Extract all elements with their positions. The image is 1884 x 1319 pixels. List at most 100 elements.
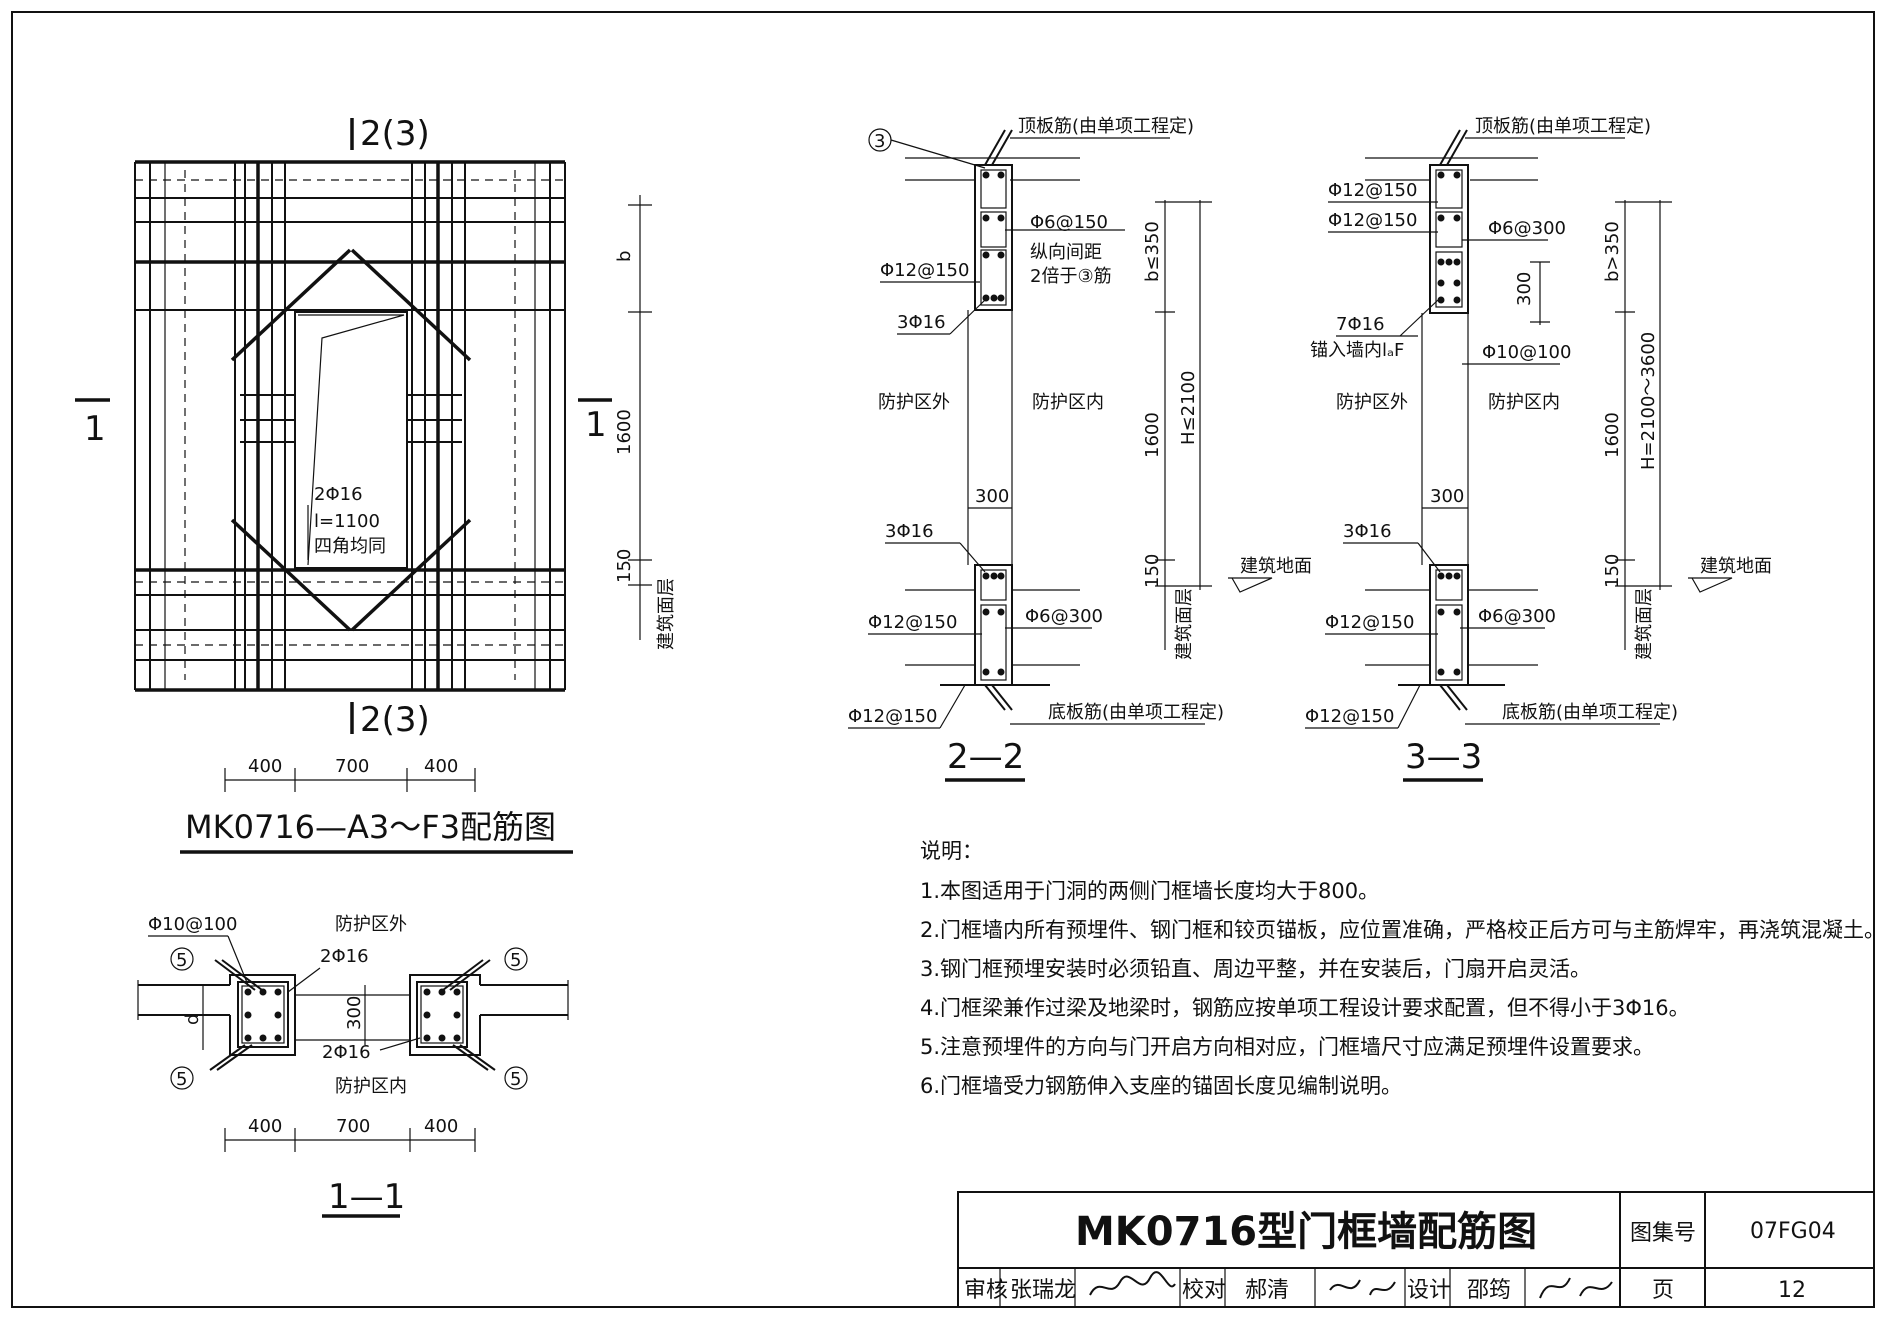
section-mark-right-label: 1 [585,405,607,445]
s33-dim-b: b>350 [1602,221,1623,282]
s33-dim-300: 300 [1430,486,1464,507]
svg-text:5: 5 [510,950,521,971]
plan-section-mark-left: 1 [75,398,110,449]
s22-marker-3: 3 [874,131,885,152]
s22-dim-300: 300 [975,486,1009,507]
s33-stirrup-label: Φ6@300 [1488,218,1566,239]
designer-signature [1539,1277,1613,1299]
s22-stirrup-label: Φ6@150 [1030,212,1108,233]
plan-dim-b: b [614,251,635,262]
s33-stirrup2-label: Φ10@100 [1482,342,1571,363]
s33-layer-label: 建筑面层 [1634,588,1655,660]
s22-dim-150: 150 [1142,554,1163,588]
plan-dim-1600: 1600 [614,409,635,455]
reviewer-name: 张瑞龙 [1010,1278,1076,1303]
atlas-label: 图集号 [1630,1221,1696,1246]
plan-bar-note: 2Φ16 l=1100 四角均同 [307,484,386,560]
plan-floor-label: 建筑面层 [656,578,677,650]
s33-bar-b-label: Φ12@150 [1328,210,1417,231]
s33-bar-7-label: 7Φ16 [1336,314,1385,335]
designer-name: 邵筠 [1467,1278,1511,1303]
s22-note1: 纵向间距 [1030,242,1102,263]
s11-marker-5-top-right: 5 [504,947,528,971]
s11-marker-5-bottom-right: 5 [504,1066,528,1090]
s33-top-slab-label: 顶板筋(由单项工程定) [1475,116,1651,137]
s22-top-slab-label: 顶板筋(由单项工程定) [1018,116,1194,137]
section-1-1-bars [244,988,461,1042]
s22-bar-side-label: Φ12@150 [880,260,969,281]
s22-layer-label: 建筑面层 [1174,588,1195,660]
s33-stirrup-b-label: Φ6@300 [1478,606,1556,627]
notes-block: 说明： 1.本图适用于门洞的两侧门框墙长度均大于800。 2.门框墙内所有预埋件… [920,839,1884,1098]
atlas-number: 07FG04 [1750,1219,1836,1244]
s11-outside-label: 防护区外 [335,914,407,935]
bar-note-line-1: 2Φ16 [314,484,363,505]
s33-dim-150: 150 [1602,554,1623,588]
s11-dim-400-left: 400 [248,1116,282,1137]
plan-title: MK0716—A3～F3配筋图 [185,808,556,846]
section-2-2-bars [982,171,1005,676]
s33-inside-label: 防护区内 [1488,392,1560,413]
section-mark-left-label: 1 [84,409,106,449]
check-label: 校对 [1182,1278,1226,1303]
section-2-2-dimensions: b≤350 1600 150 H≤2100 建筑地面 建筑面层 [1142,200,1312,660]
section-2-2-labels: 3 顶板筋(由单项工程定) Φ6@150 纵向间距 2倍于③筋 Φ12@150 … [848,116,1224,729]
checker-name: 郝清 [1245,1278,1289,1303]
reviewer-signature [1089,1271,1176,1296]
plan-dim-700: 700 [335,756,369,777]
plan-bottom-dimensions: 400 700 400 [224,756,476,792]
plan-section-mark-bottom: 2(3) [350,700,430,740]
section-3-3-labels: 顶板筋(由单项工程定) Φ12@150 Φ12@150 Φ6@300 300 7… [1305,116,1678,729]
s33-bar-a-label: Φ12@150 [1328,180,1417,201]
s22-bar-bottom-label: Φ12@150 [848,706,937,727]
plan-section-mark-right: 1 [578,398,612,445]
plan-section-mark-top: 2(3) [350,114,430,154]
s22-stirrup-b-label: Φ6@300 [1025,606,1103,627]
section-1-1-drawing [137,959,569,1071]
s11-dim-700: 700 [336,1116,370,1137]
checker-signature [1329,1279,1396,1296]
svg-text:5: 5 [176,950,187,971]
s11-inside-label: 防护区内 [335,1076,407,1097]
section-3-3-bars [1437,171,1461,676]
section-1-1-labels: Φ10@100 防护区外 2Φ16 300 d 2Φ16 防护区内 [148,914,421,1097]
bar-note-line-3: 四角均同 [314,536,386,557]
page-number: 12 [1778,1278,1806,1303]
s22-bar-side-b-label: Φ12@150 [868,612,957,633]
review-label: 审核 [964,1278,1008,1303]
plan-dim-400-left: 400 [248,756,282,777]
s11-dim-300: 300 [344,996,365,1030]
section-mark-bottom-label: 2(3) [360,700,430,740]
note-5: 5.注意预埋件的方向与门开启方向相对应，门框墙尺寸应满足预埋件设置要求。 [920,1035,1654,1059]
s22-dim-b: b≤350 [1142,221,1163,282]
s11-dim-d: d [182,1014,203,1025]
s11-bottom-dimensions: 400 700 400 [224,1116,476,1152]
note-6: 6.门框墙受力钢筋伸入支座的锚固长度见编制说明。 [920,1074,1402,1098]
s11-dim-400-right: 400 [424,1116,458,1137]
s22-note2: 2倍于③筋 [1030,266,1112,287]
s11-title: 1—1 [328,1177,405,1217]
s33-outside-label: 防护区外 [1336,392,1408,413]
section-mark-top-label: 2(3) [360,114,430,154]
s33-dim-1600: 1600 [1602,412,1623,458]
s22-inside-label: 防护区内 [1032,392,1104,413]
s33-dim-H: H=2100～3600 [1638,332,1659,470]
s22-dim-H: H≤2100 [1178,371,1199,445]
s22-bottom-slab-label: 底板筋(由单项工程定) [1048,702,1224,723]
design-label: 设计 [1407,1278,1451,1303]
note-2: 2.门框墙内所有预埋件、钢门框和铰页锚板，应位置准确，严格校正后方可与主筋焊牢，… [920,918,1884,942]
svg-text:5: 5 [510,1069,521,1090]
svg-text:5: 5 [176,1069,187,1090]
s22-floor-label: 建筑地面 [1240,556,1312,577]
s33-bar-side-b-label: Φ12@150 [1325,612,1414,633]
s22-title: 2—2 [947,737,1024,777]
s11-bar-bottom-label: 2Φ16 [322,1042,371,1063]
notes-heading: 说明： [920,839,983,863]
s33-bar-bottom-label: Φ12@150 [1305,706,1394,727]
note-3: 3.钢门框预埋安装时必须铅直、周边平整，并在安装后，门扇开启灵活。 [920,957,1591,981]
s33-floor-label: 建筑地面 [1700,556,1772,577]
s11-marker-5-top-left: 5 [170,947,194,971]
s33-bottom-slab-label: 底板筋(由单项工程定) [1502,702,1678,723]
drawing-main-title: MK0716型门框墙配筋图 [1075,1209,1537,1255]
